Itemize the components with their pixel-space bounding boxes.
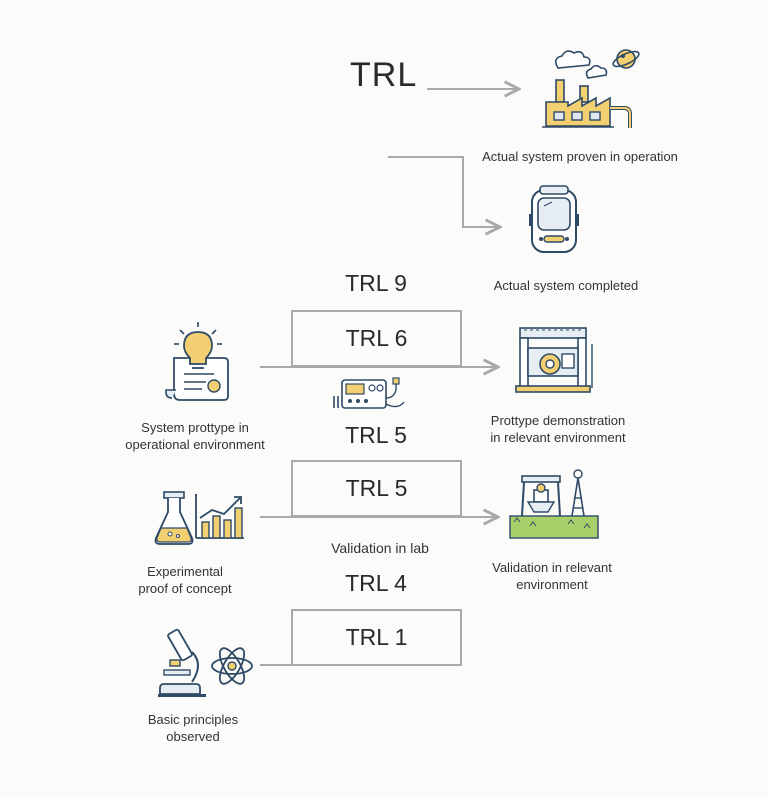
validation-lab-label: Validation in lab: [331, 540, 429, 556]
factory-icon: [542, 50, 632, 128]
page-title: TRL: [350, 56, 418, 94]
field-rig-icon: [509, 469, 599, 539]
caption-operation: Actual system proven in operation: [482, 149, 678, 164]
level-box-b: TRL 5: [291, 460, 462, 517]
microscope-icon: [158, 628, 206, 697]
satellite-icon: [612, 49, 640, 69]
flask-icon: [154, 491, 194, 545]
lightbulb-document-icon: [165, 322, 229, 401]
bar-chart-icon: [195, 494, 244, 539]
level-box-c: TRL 1: [291, 609, 462, 666]
caption-completed: Actual system completed: [493, 278, 639, 293]
machine-icon: [515, 327, 593, 393]
level-label-mid: TRL 5: [345, 422, 407, 448]
level-box-a: TRL 6: [291, 310, 462, 367]
level-label-lower: TRL 4: [345, 570, 407, 596]
level-label-top: TRL 9: [345, 270, 407, 296]
atom-icon: [211, 647, 253, 685]
device-icon: [529, 185, 579, 253]
elbow-arrow: [388, 156, 500, 227]
lab-equipment-icon: [333, 377, 405, 409]
